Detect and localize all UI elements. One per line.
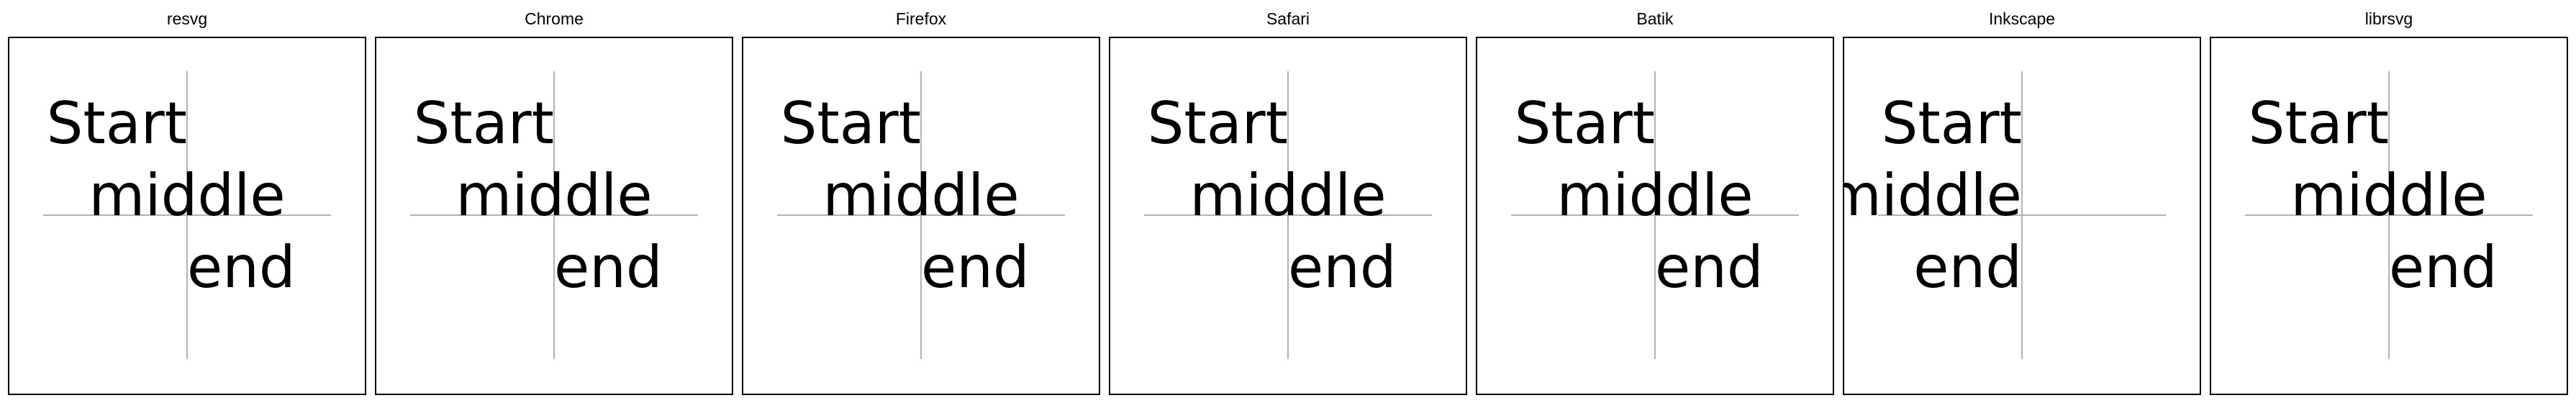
end-anchor-text: end	[554, 234, 663, 301]
renderer-panel-librsvg: librsvg Start middle end	[2210, 0, 2568, 403]
panel-title: resvg	[166, 9, 208, 28]
render-canvas: Start middle end	[2245, 71, 2533, 359]
end-anchor-text: end	[1655, 234, 1764, 301]
renderer-panel-firefox: Firefox Start middle end	[742, 0, 1100, 403]
renderer-panel-safari: Safari Start middle end	[1109, 0, 1467, 403]
render-frame: Start middle end	[8, 37, 366, 395]
render-frame: Start middle end	[1109, 37, 1467, 395]
middle-anchor-text: middle	[455, 162, 652, 229]
render-frame: Start middle end	[1843, 37, 2201, 395]
render-canvas: Start middle end	[1511, 71, 1799, 359]
render-canvas: Start middle end	[1844, 71, 2166, 359]
middle-anchor-text: middle	[1844, 162, 2022, 229]
render-frame: Start middle end	[375, 37, 733, 395]
middle-anchor-text: middle	[1189, 162, 1386, 229]
start-anchor-text: Start	[1882, 90, 2022, 157]
render-frame: Start middle end	[1476, 37, 1834, 395]
renderer-panel-batik: Batik Start middle end	[1476, 0, 1834, 403]
panel-title: librsvg	[2364, 9, 2413, 28]
end-anchor-text: end	[1913, 234, 2022, 301]
panel-title: Inkscape	[1988, 9, 2056, 28]
panel-title: Safari	[1266, 9, 1310, 28]
middle-anchor-text: middle	[822, 162, 1019, 229]
renderer-panel-chrome: Chrome Start middle end	[375, 0, 733, 403]
start-anchor-text: Start	[414, 90, 554, 157]
end-anchor-text: end	[921, 234, 1030, 301]
start-anchor-text: Start	[47, 90, 187, 157]
middle-anchor-text: middle	[2290, 162, 2487, 229]
end-anchor-text: end	[2389, 234, 2498, 301]
panel-title: Firefox	[895, 9, 947, 28]
render-canvas: Start middle end	[1144, 71, 1432, 359]
renderer-panel-resvg: resvg Start middle end	[8, 0, 366, 403]
render-canvas: Start middle end	[43, 71, 331, 359]
render-frame: Start middle end	[2210, 37, 2568, 395]
panel-title: Chrome	[525, 9, 584, 28]
middle-anchor-text: middle	[1556, 162, 1753, 229]
renderer-panel-inkscape: Inkscape Start middle end	[1843, 0, 2201, 403]
start-anchor-text: Start	[1515, 90, 1655, 157]
end-anchor-text: end	[1288, 234, 1397, 301]
render-frame: Start middle end	[742, 37, 1100, 395]
end-anchor-text: end	[187, 234, 296, 301]
panel-title: Batik	[1636, 9, 1674, 28]
start-anchor-text: Start	[1148, 90, 1288, 157]
middle-anchor-text: middle	[89, 162, 285, 229]
start-anchor-text: Start	[781, 90, 921, 157]
render-canvas: Start middle end	[410, 71, 698, 359]
start-anchor-text: Start	[2249, 90, 2389, 157]
render-canvas: Start middle end	[777, 71, 1065, 359]
